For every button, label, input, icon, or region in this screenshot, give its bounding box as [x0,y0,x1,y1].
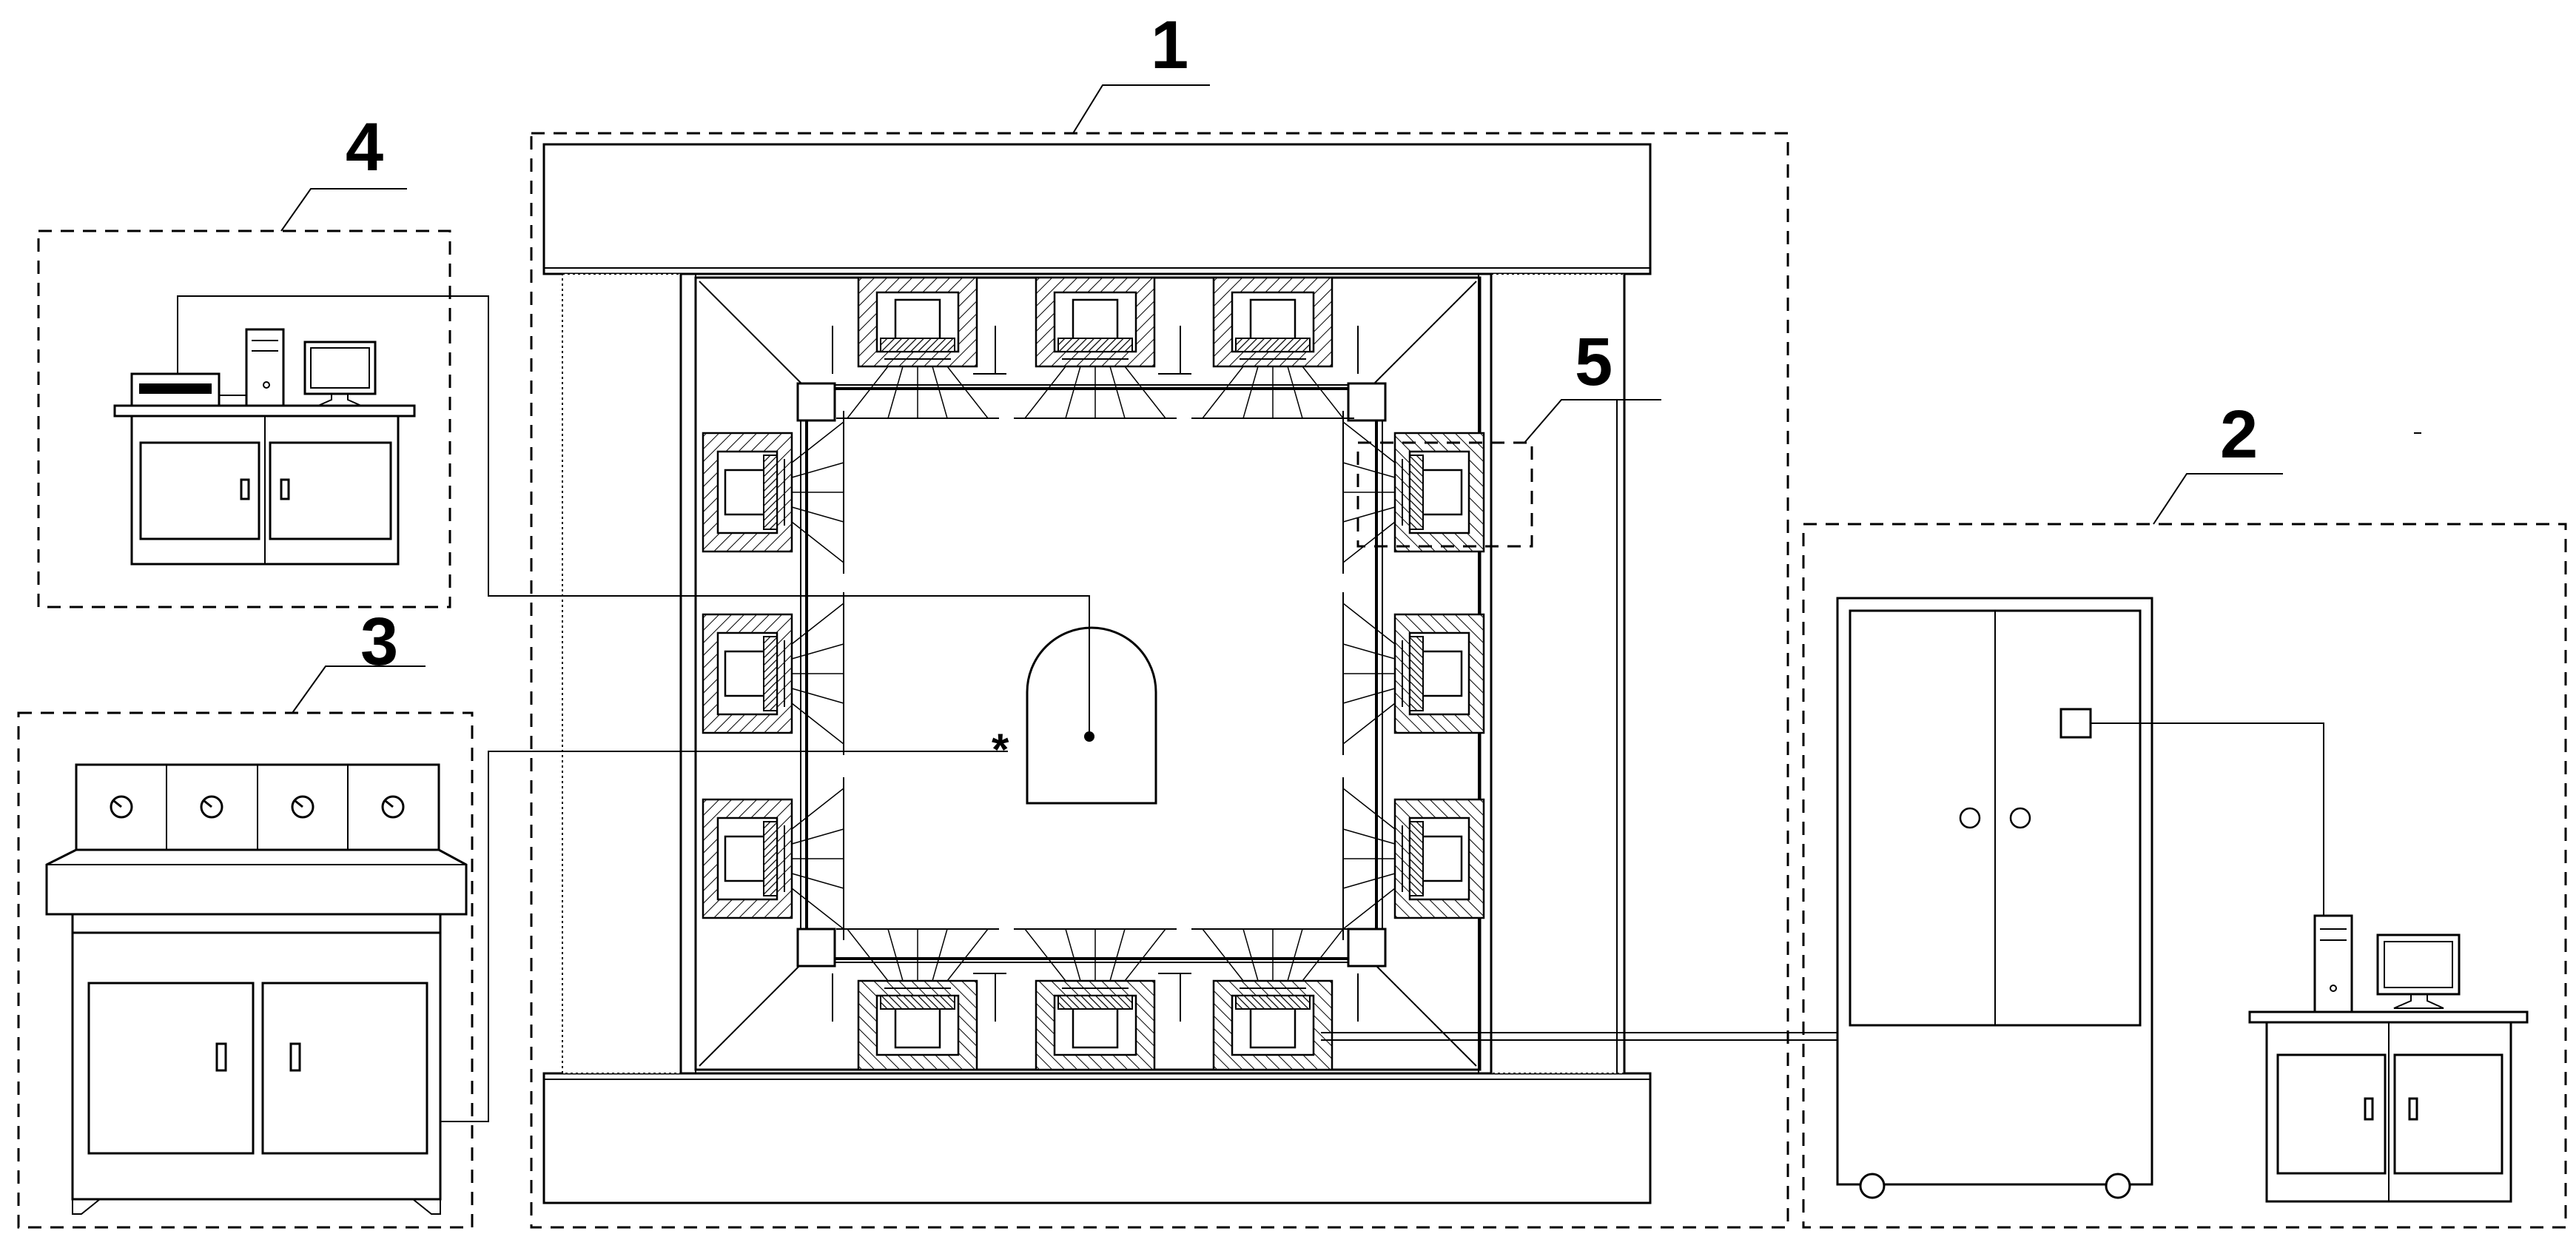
control-monitor [2376,933,2461,996]
hydraulic-console-group [17,665,1008,1229]
sensor-cable [177,295,1090,737]
console-3-boundary [17,711,474,1229]
control-cable [2091,722,2324,916]
pressure-gauge-2 [200,795,223,819]
bottom-beam [542,1072,1652,1204]
pc-tower [245,328,285,407]
label-5: 5 [1575,324,1612,400]
label-3: 3 [360,604,398,680]
station-4-boundary [37,229,451,608]
loading-frame-group: * [530,84,1789,1229]
pc-desk-top [2248,1010,2529,1024]
acoustic-source-mark: * [992,725,1009,774]
monitor [303,341,377,395]
acquisition-station-group [37,188,1090,737]
frame-boundary-dashed [530,132,1789,1229]
left-column [562,273,682,1074]
servo-control-group [1321,432,2567,1229]
label-4: 4 [346,110,383,185]
control-2-boundary [1802,523,2567,1229]
control-pc-tower [2313,914,2353,1013]
right-column [1490,273,1625,1074]
label-2: 2 [2220,397,2258,472]
tunnel-opening [1026,626,1157,805]
cabinet-connector [2059,708,2092,739]
detail-5-boundary [1356,441,1533,548]
pressure-gauge-1 [110,795,133,819]
pressure-gauge-4 [381,795,405,819]
hydraulic-line [440,751,1008,1122]
desk-top [113,404,416,418]
control-console [45,848,468,916]
label-1: 1 [1151,7,1188,83]
top-beam [542,143,1652,275]
pressure-gauge-3 [291,795,315,819]
